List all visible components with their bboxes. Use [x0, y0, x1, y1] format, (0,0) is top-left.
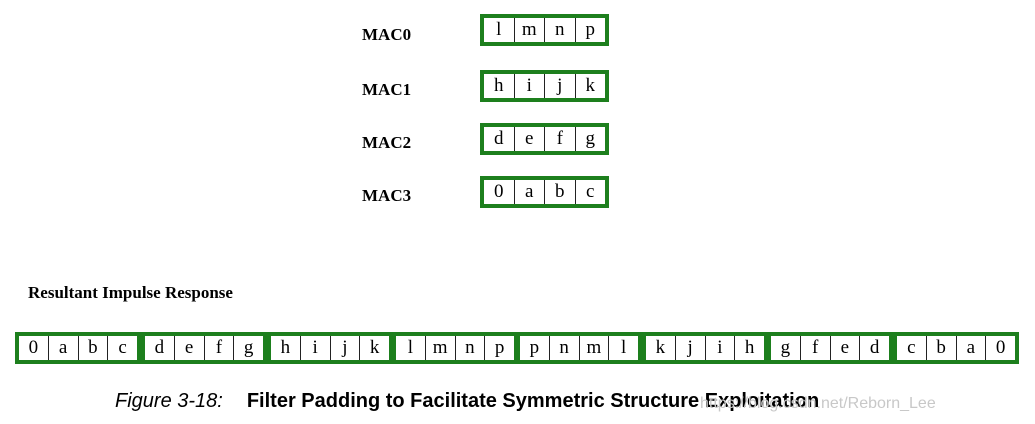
mac0-cell: m [513, 18, 545, 42]
watermark: https://blog.csdn.net/Reborn_Lee [700, 395, 936, 412]
mac1-cell: i [513, 74, 545, 98]
mac2-cell: g [574, 127, 606, 151]
response-cell: f [799, 336, 830, 360]
response-cell: a [47, 336, 78, 360]
response-cell: h [280, 337, 291, 358]
figure-title: Filter Padding to Facilitate Symmetric S… [246, 390, 820, 412]
response-cell: e [173, 336, 204, 360]
mac2-cell: f [544, 127, 575, 151]
mac3-cell: c [574, 180, 606, 204]
response-cell: p [484, 336, 514, 360]
mac0-cell: n [544, 18, 575, 42]
figure-caption: Figure 3-18: Filter Padding to Facilitate… [115, 390, 819, 413]
response-cell: g [233, 336, 263, 360]
response-cell: n [454, 336, 485, 360]
response-cell: j [674, 336, 705, 360]
response-group: g f e d [767, 332, 893, 364]
response-cell: g [780, 337, 791, 358]
response-cell: b [925, 336, 956, 360]
response-cell: l [407, 337, 414, 358]
mac1-cell: h [494, 75, 504, 96]
response-cell: i [299, 336, 330, 360]
response-group: h i j k [267, 332, 393, 364]
mac0-label: MAC0 [362, 25, 412, 44]
mac3-cell: b [544, 180, 575, 204]
response-cell: d [859, 336, 889, 360]
mac3-cell: 0 [494, 181, 504, 202]
response-cell: 0 [985, 336, 1015, 360]
response-cell: n [548, 336, 579, 360]
response-cell: l [608, 336, 638, 360]
response-cell: c [907, 337, 916, 358]
response-group: k j i h [642, 332, 768, 364]
response-cell: f [203, 336, 234, 360]
response-group: 0 a b c [15, 332, 141, 364]
response-cell: m [578, 336, 609, 360]
response-cell: b [77, 336, 108, 360]
response-cell: e [829, 336, 860, 360]
mac1-cell: j [544, 74, 575, 98]
mac1-label: MAC1 [362, 80, 412, 99]
response-cell: i [704, 336, 735, 360]
response-title: Resultant Impulse Response [28, 283, 233, 302]
response-cell: k [359, 336, 389, 360]
mac2-cell: d [494, 128, 504, 149]
response-group: p n m l [516, 332, 642, 364]
response-cell: 0 [28, 337, 39, 358]
response-cell: m [424, 336, 455, 360]
response-cell: h [734, 336, 764, 360]
mac2-cell: e [513, 127, 545, 151]
response-group: d e f g [141, 332, 267, 364]
response-cell: j [329, 336, 360, 360]
mac0-register: l m n p [480, 14, 609, 46]
mac0-cell: l [496, 19, 502, 40]
response-group: l m n p [392, 332, 518, 364]
mac2-label: MAC2 [362, 133, 412, 152]
response-group: c b a 0 [893, 332, 1019, 364]
response-cell: a [955, 336, 986, 360]
mac3-cell: a [513, 180, 545, 204]
mac3-register: 0 a b c [480, 176, 609, 208]
mac1-cell: k [574, 74, 606, 98]
mac1-register: h i j k [480, 70, 609, 102]
figure-number: Figure 3-18: [115, 390, 223, 412]
response-cell: k [655, 337, 666, 358]
response-cell: c [107, 336, 137, 360]
mac0-cell: p [574, 18, 606, 42]
mac2-register: d e f g [480, 123, 609, 155]
response-cell: p [529, 337, 540, 358]
response-cell: d [154, 337, 165, 358]
mac3-label: MAC3 [362, 186, 412, 205]
